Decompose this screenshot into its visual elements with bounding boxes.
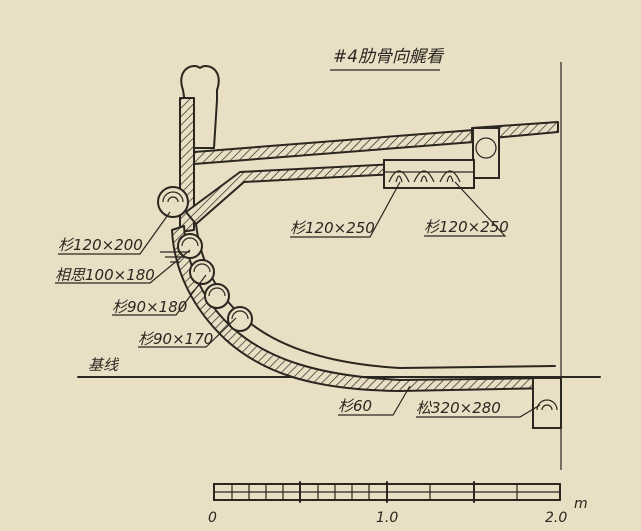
scale-unit: m — [574, 496, 588, 512]
label-song-320x280: 松320×280 — [416, 399, 501, 417]
side-log-120x200 — [157, 186, 189, 218]
label-xiangsi-100x180: 相思100×180 — [55, 266, 155, 284]
keel-block — [532, 377, 562, 429]
baseline-label: 基线 — [88, 356, 120, 374]
scale-tick-0: 0 — [208, 510, 217, 526]
label-shan-120x200: 杉120×200 — [58, 236, 143, 254]
rail-cap — [180, 65, 220, 149]
scale-tick-2: 2.0 — [545, 510, 567, 526]
drawing-title: #4肋骨向艉看 — [333, 47, 445, 67]
deck-logs — [383, 159, 475, 189]
label-shan-60: 杉60 — [338, 397, 372, 415]
label-shan-90x170: 杉90×170 — [138, 330, 213, 348]
label-shan-120x250-a: 杉120×250 — [290, 219, 375, 237]
leader-lines — [55, 181, 541, 418]
scale-tick-1: 1.0 — [376, 510, 398, 526]
scale-bar — [213, 481, 561, 503]
chine-logs — [177, 233, 253, 332]
deck-beam — [193, 129, 475, 165]
label-shan-90x180: 杉90×180 — [112, 298, 187, 316]
deck-post-grain — [475, 137, 497, 159]
label-shan-120x250-b: 杉120×250 — [424, 218, 509, 236]
